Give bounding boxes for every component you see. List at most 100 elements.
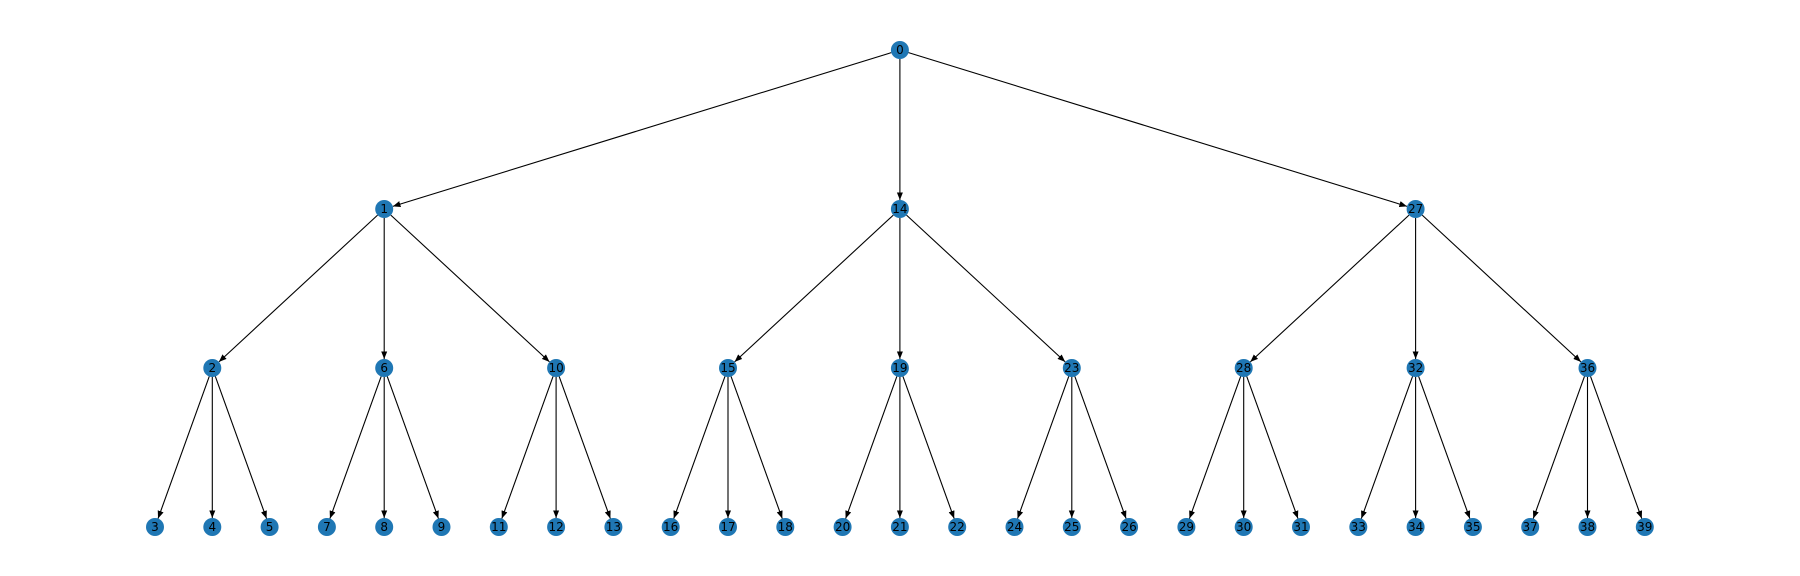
- edge-0-27: [908, 52, 1408, 208]
- node-circle: [604, 518, 623, 536]
- node-31: 31: [1292, 518, 1310, 536]
- edge-15-18: [730, 376, 783, 519]
- edge-19-20: [845, 376, 898, 519]
- node-circle: [432, 518, 451, 536]
- node-label: 34: [1408, 520, 1423, 534]
- node-label: 25: [1064, 520, 1079, 534]
- node-circle: [146, 518, 164, 536]
- node-label: 33: [1351, 520, 1366, 534]
- node-circle: [890, 41, 909, 59]
- node-26: 26: [1120, 518, 1139, 536]
- node-label: 19: [892, 361, 907, 375]
- node-label: 38: [1580, 520, 1595, 534]
- node-label: 16: [663, 520, 678, 534]
- node-circle: [890, 200, 909, 218]
- node-circle: [661, 518, 680, 536]
- node-circle: [1406, 359, 1425, 377]
- node-label: 32: [1408, 361, 1423, 375]
- node-circle: [317, 518, 336, 536]
- node-12: 12: [547, 518, 566, 536]
- edge-1-10: [390, 214, 550, 363]
- edge-19-22: [902, 376, 955, 519]
- node-circle: [890, 359, 909, 377]
- node-label: 12: [548, 520, 563, 534]
- node-label: 10: [548, 361, 563, 375]
- edge-15-16: [673, 376, 726, 519]
- node-label: 13: [606, 520, 621, 534]
- node-circle: [1578, 518, 1597, 536]
- node-label: 37: [1523, 520, 1538, 534]
- node-30: 30: [1234, 518, 1253, 536]
- node-circle: [1062, 359, 1081, 377]
- edge-28-31: [1246, 376, 1299, 519]
- node-circle: [375, 200, 394, 218]
- node-13: 13: [604, 518, 623, 536]
- node-label: 2: [208, 361, 216, 375]
- node-38: 38: [1578, 518, 1597, 536]
- edge-10-13: [558, 376, 611, 519]
- node-label: 24: [1007, 520, 1022, 534]
- node-circle: [1120, 518, 1139, 536]
- node-label: 23: [1064, 361, 1079, 375]
- node-0: 0: [890, 41, 909, 59]
- node-29: 29: [1177, 518, 1196, 536]
- node-circle: [375, 359, 394, 377]
- node-label: 18: [778, 520, 793, 534]
- edge-36-37: [1532, 376, 1585, 519]
- node-circle: [1292, 518, 1310, 536]
- edge-6-9: [386, 376, 439, 519]
- node-label: 21: [892, 520, 907, 534]
- node-label: 3: [151, 520, 159, 534]
- node-label: 39: [1637, 520, 1652, 534]
- edge-23-26: [1074, 376, 1127, 519]
- node-21: 21: [890, 518, 909, 536]
- node-label: 28: [1236, 361, 1251, 375]
- edge-2-3: [157, 376, 210, 519]
- node-label: 30: [1236, 520, 1251, 534]
- node-label: 8: [380, 520, 388, 534]
- node-circle: [1349, 518, 1368, 536]
- node-label: 11: [491, 520, 506, 534]
- node-circle: [203, 359, 222, 377]
- edge-0-1: [392, 52, 892, 208]
- node-24: 24: [1005, 518, 1024, 536]
- edge-28-29: [1188, 376, 1242, 519]
- node-circle: [1005, 518, 1024, 536]
- node-label: 7: [323, 520, 331, 534]
- node-label: 20: [835, 520, 850, 534]
- node-19: 19: [890, 359, 909, 377]
- node-label: 0: [896, 43, 904, 57]
- node-circle: [1406, 200, 1425, 218]
- node-circle: [547, 518, 566, 536]
- node-circle: [1521, 518, 1540, 536]
- node-label: 9: [438, 520, 446, 534]
- edge-6-7: [329, 376, 382, 519]
- node-32: 32: [1406, 359, 1425, 377]
- node-label: 36: [1580, 361, 1595, 375]
- node-circle: [260, 518, 279, 536]
- node-label: 31: [1293, 520, 1308, 534]
- node-label: 35: [1465, 520, 1480, 534]
- node-circle: [1578, 359, 1597, 377]
- node-16: 16: [661, 518, 680, 536]
- node-label: 5: [266, 520, 274, 534]
- node-label: 6: [380, 361, 388, 375]
- node-14: 14: [890, 200, 909, 218]
- node-28: 28: [1234, 359, 1253, 377]
- edge-27-36: [1421, 214, 1582, 363]
- edge-32-35: [1418, 376, 1471, 519]
- node-37: 37: [1521, 518, 1540, 536]
- node-27: 27: [1406, 200, 1425, 218]
- node-9: 9: [432, 518, 451, 536]
- node-7: 7: [317, 518, 336, 536]
- node-circle: [776, 518, 795, 536]
- node-3: 3: [146, 518, 164, 536]
- node-11: 11: [489, 518, 508, 536]
- node-label: 22: [950, 520, 965, 534]
- node-circle: [719, 518, 737, 536]
- edge-27-28: [1249, 214, 1410, 363]
- node-8: 8: [375, 518, 394, 536]
- edge-32-33: [1360, 376, 1414, 519]
- node-circle: [890, 518, 909, 536]
- node-label: 1: [380, 202, 388, 216]
